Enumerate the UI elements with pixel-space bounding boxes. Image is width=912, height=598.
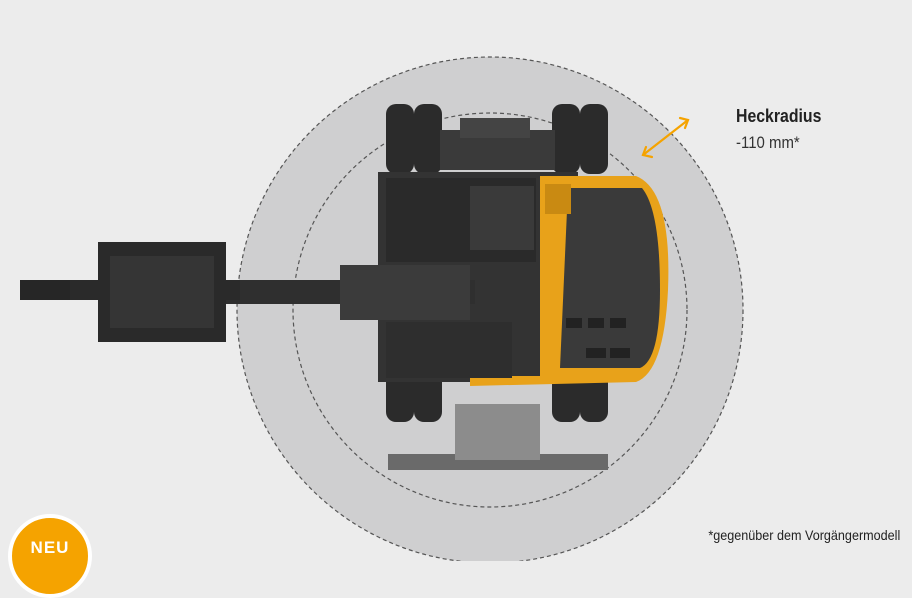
cab-window: [470, 186, 534, 250]
engine-vents: [566, 318, 630, 358]
neu-badge: NEU: [8, 514, 92, 598]
callout-value: -110 mm*: [736, 133, 800, 152]
engine-cover-dark: [560, 188, 660, 368]
badge-label: NEU: [30, 538, 70, 557]
top-attachment: [460, 118, 530, 138]
quick-coupler: [20, 280, 70, 300]
callout-title: Heckradius: [736, 106, 822, 126]
blade-plate: [455, 404, 540, 460]
dozer-blade: [388, 454, 608, 470]
double-arrow-icon: [641, 116, 690, 159]
hood-detail: [545, 184, 571, 214]
tool-box: [386, 322, 512, 378]
excavator-illustration: [20, 56, 744, 561]
boom-base: [340, 265, 470, 320]
bucket-inner: [110, 256, 214, 328]
footnote: *gegenüber dem Vorgängermodell: [708, 527, 900, 543]
inner-swing-radius: [292, 112, 688, 508]
